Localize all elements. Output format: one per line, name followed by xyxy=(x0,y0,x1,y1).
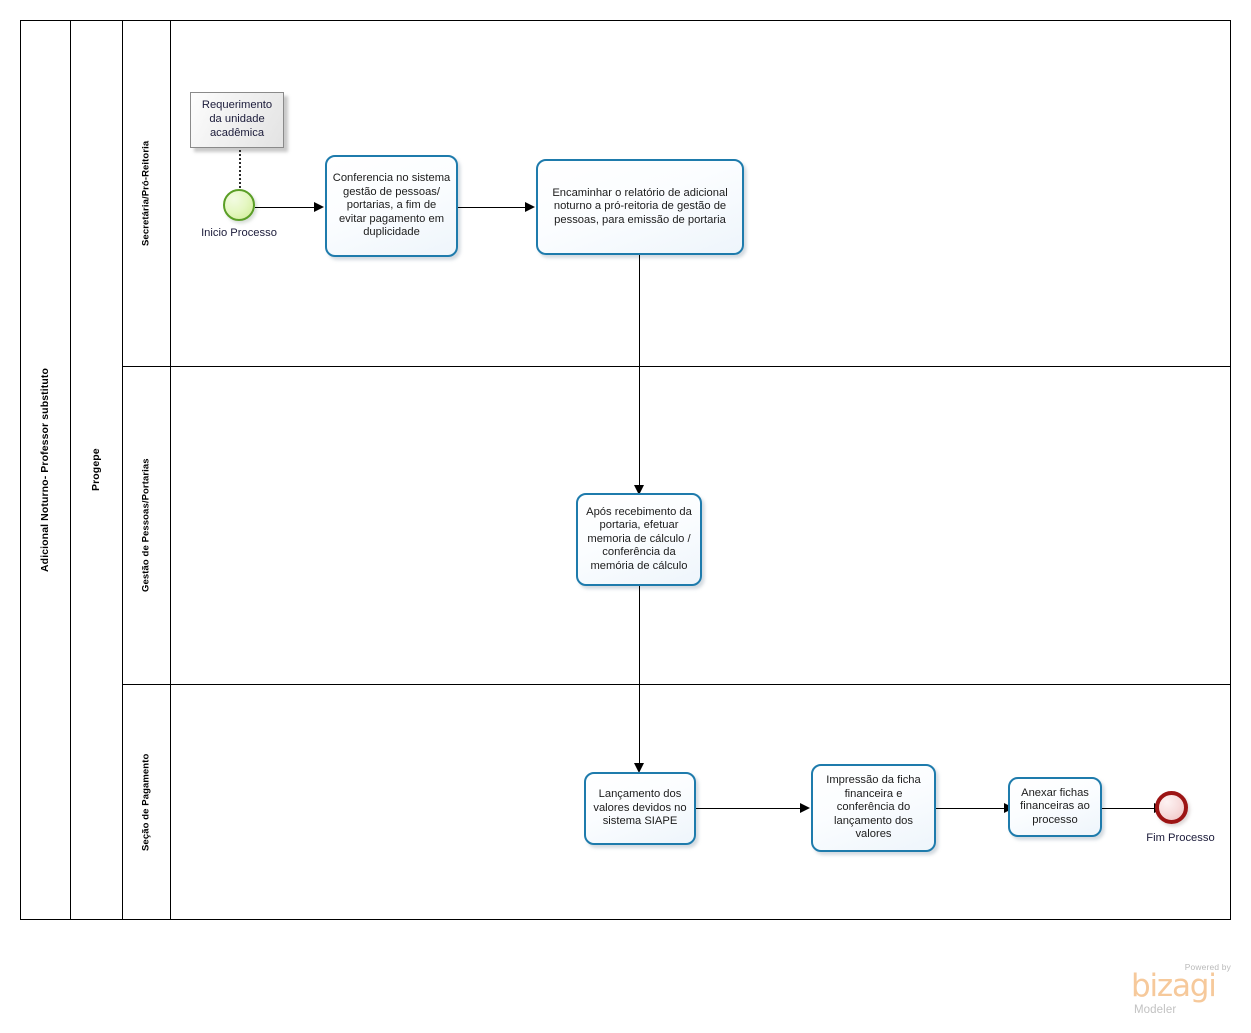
task-anexar-label: Anexar fichas financeiras ao processo xyxy=(1020,786,1090,826)
requerimento-data-object-text: Requerimento da unidade acadêmica xyxy=(201,99,273,139)
end-event-label: Fim Processo xyxy=(1146,832,1215,844)
task-impressao-label: Impressão da ficha financeira e conferên… xyxy=(826,774,921,841)
arrowhead-icon xyxy=(525,202,535,212)
task-impressao[interactable]: Impressão da ficha financeira e conferên… xyxy=(811,764,936,852)
lane-label-pagamento: Seção de Pagamento xyxy=(140,753,152,851)
association-dotted-line xyxy=(239,150,241,188)
lane-separator-1 xyxy=(122,366,1231,367)
lane-separator-2 xyxy=(122,684,1231,685)
requerimento-data-object[interactable]: Requerimento da unidade acadêmica xyxy=(190,92,284,148)
start-event-label: Inicio Processo xyxy=(201,227,277,239)
task-memoria[interactable]: Após recebimento da portaria, efetuar me… xyxy=(576,493,702,586)
pool-label: Adicional Noturno- Professor substituto xyxy=(39,368,51,572)
task-conferencia-label: Conferencia no sistema gestão de pessoas… xyxy=(332,172,451,239)
arrowhead-icon xyxy=(314,202,324,212)
task-memoria-label: Após recebimento da portaria, efetuar me… xyxy=(586,505,692,572)
start-event[interactable] xyxy=(223,189,255,221)
task-anexar[interactable]: Anexar fichas financeiras ao processo xyxy=(1008,777,1102,837)
flow-encaminhar-to-memoria xyxy=(639,255,640,488)
task-lancamento[interactable]: Lançamento dos valores devidos no sistem… xyxy=(584,772,696,845)
flow-start-to-conferencia xyxy=(255,207,315,208)
pool-divider-lanes xyxy=(122,20,123,920)
watermark-powered-by-text: Powered by xyxy=(1184,962,1231,972)
arrowhead-icon xyxy=(634,485,644,495)
lane-content-divider xyxy=(170,20,171,920)
flow-conferencia-to-encaminhar xyxy=(458,207,527,208)
lane-label-gestao: Gestão de Pessoas/Portarias xyxy=(140,458,152,592)
pool-divider-participant xyxy=(70,20,71,920)
task-encaminhar-label: Encaminhar o relatório de adicional notu… xyxy=(552,186,728,226)
task-encaminhar[interactable]: Encaminhar o relatório de adicional notu… xyxy=(536,159,744,255)
flow-lancamento-to-impressao xyxy=(696,808,802,809)
flow-memoria-to-lancamento xyxy=(639,586,640,769)
bizagi-watermark: Powered by bizagi Modeler xyxy=(1131,962,1241,1024)
task-conferencia[interactable]: Conferencia no sistema gestão de pessoas… xyxy=(325,155,458,257)
flow-anexar-to-end xyxy=(1102,808,1156,809)
task-lancamento-label: Lançamento dos valores devidos no sistem… xyxy=(593,788,687,828)
watermark-product-text: Modeler xyxy=(1134,1004,1177,1016)
end-event[interactable] xyxy=(1155,791,1188,824)
lane-label-secretaria: Secretária/Pró-Reitoria xyxy=(140,140,152,246)
watermark-brand-text: bizagi xyxy=(1131,968,1217,1004)
arrowhead-icon xyxy=(634,763,644,773)
participant-label: Progepe xyxy=(90,448,102,492)
arrowhead-icon xyxy=(800,803,810,813)
flow-impressao-to-anexar xyxy=(936,808,1006,809)
